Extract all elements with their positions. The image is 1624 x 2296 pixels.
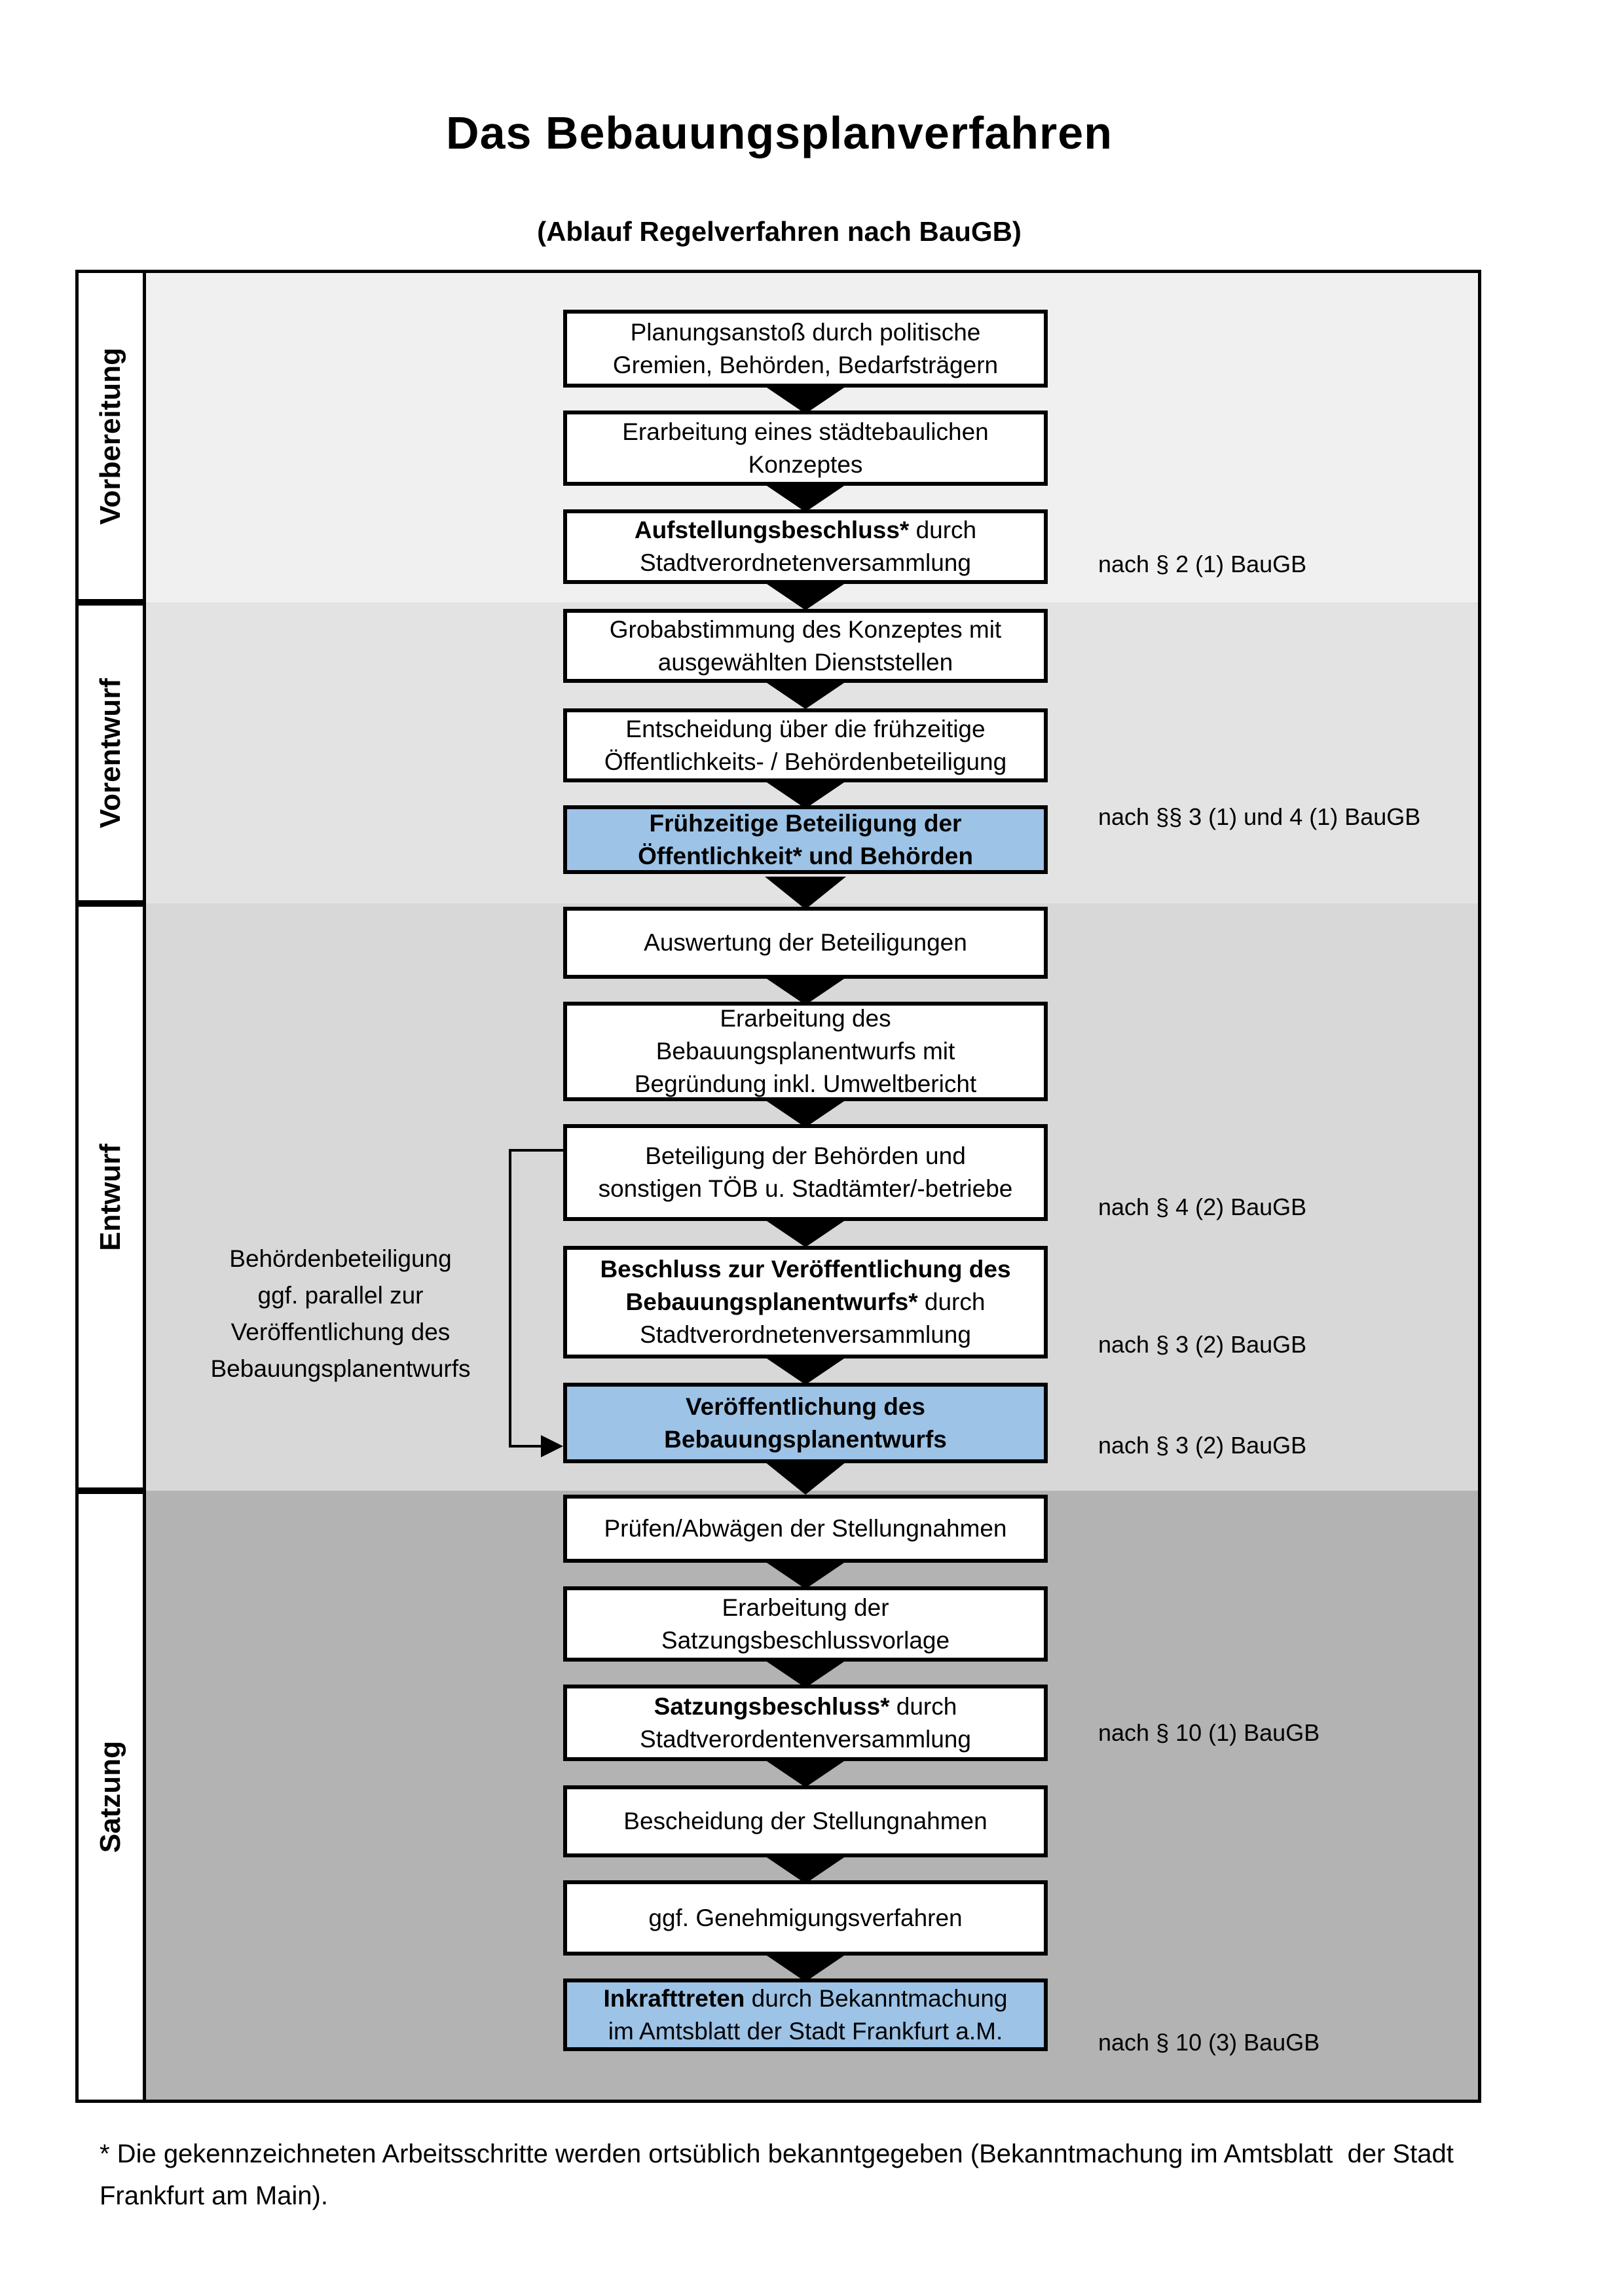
parallel-connector-vertical-segment bbox=[509, 1149, 511, 1448]
legal-ref-fruehzeitige-beteiligung: nach §§ 3 (1) und 4 (1) BauGB bbox=[1098, 803, 1421, 830]
flow-arrow-down-icon bbox=[765, 682, 846, 709]
flow-arrow-down-icon bbox=[765, 977, 846, 1005]
step-erarbeitung-bebauungsplanentwurf: Erarbeitung des Bebauungsplanentwurfs mi… bbox=[563, 1002, 1048, 1101]
step-veroeffentlichung-entwurf: Veröffentlichung des Bebauungsplanentwur… bbox=[563, 1383, 1048, 1463]
phase-label-satzung: Satzung bbox=[75, 1491, 146, 2103]
flow-arrow-down-icon bbox=[765, 1856, 846, 1884]
legal-ref-inkrafttreten: nach § 10 (3) BauGB bbox=[1098, 2029, 1320, 2056]
step-erarbeitung-satzungsbeschlussvorlage: Erarbeitung der Satzungsbeschlussvorlage bbox=[563, 1586, 1048, 1662]
step-staedtebauliches-konzept: Erarbeitung eines städtebaulichen Konzep… bbox=[563, 410, 1048, 486]
flow-arrow-down-icon bbox=[765, 1954, 846, 1982]
legal-ref-beschluss-veroeffentlichung: nach § 3 (2) BauGB bbox=[1098, 1331, 1307, 1358]
step-fruehzeitige-beteiligung: Frühzeitige Beteiligung der Öffentlichke… bbox=[563, 805, 1048, 874]
step-planungsanstoss: Planungsanstoß durch politische Gremien,… bbox=[563, 310, 1048, 388]
legal-ref-behoerdenbeteiligung: nach § 4 (2) BauGB bbox=[1098, 1194, 1307, 1220]
flow-arrow-down-icon bbox=[765, 386, 846, 414]
step-genehmigungsverfahren: ggf. Genehmigungsverfahren bbox=[563, 1880, 1048, 1956]
parallel-connector-top-segment bbox=[509, 1149, 563, 1152]
step-auswertung-beteiligungen: Auswertung der Beteiligungen bbox=[563, 907, 1048, 979]
step-bescheidung-stellungnahmen: Bescheidung der Stellungnahmen bbox=[563, 1785, 1048, 1857]
flow-arrow-down-icon bbox=[765, 1561, 846, 1589]
step-beschluss-veroeffentlichung: Beschluss zur Veröffentlichung des Bebau… bbox=[563, 1246, 1048, 1358]
flow-arrow-down-icon bbox=[765, 1462, 846, 1495]
flow-arrow-down-icon bbox=[765, 1100, 846, 1127]
parallel-connector-arrowhead-icon bbox=[541, 1435, 563, 1457]
page-title: Das Bebauungsplanverfahren bbox=[446, 107, 1113, 158]
flow-arrow-down-icon bbox=[765, 1660, 846, 1688]
flow-arrow-down-icon bbox=[765, 484, 846, 512]
flow-arrow-down-icon bbox=[765, 1760, 846, 1787]
step-inkrafttreten: Inkrafttreten durch Bekanntmachung im Am… bbox=[563, 1978, 1048, 2051]
phase-label-entwurf: Entwurf bbox=[75, 903, 146, 1491]
parallel-processing-note: Behördenbeteiligung ggf. parallel zur Ve… bbox=[210, 1245, 471, 1382]
flow-arrow-down-icon bbox=[765, 1220, 846, 1247]
legal-ref-aufstellungsbeschluss: nach § 2 (1) BauGB bbox=[1098, 551, 1307, 577]
flow-arrow-down-icon bbox=[765, 877, 846, 909]
legal-ref-veroeffentlichung: nach § 3 (2) BauGB bbox=[1098, 1432, 1307, 1459]
step-satzungsbeschluss: Satzungsbeschluss* durch Stadtverordente… bbox=[563, 1685, 1048, 1761]
phase-label-vorbereitung: Vorbereitung bbox=[75, 270, 146, 602]
flow-arrow-down-icon bbox=[765, 1357, 846, 1385]
flow-arrow-down-icon bbox=[765, 583, 846, 610]
phase-label-vorentwurf: Vorentwurf bbox=[75, 602, 146, 903]
page-subtitle: (Ablauf Regelverfahren nach BauGB) bbox=[537, 216, 1022, 247]
step-beteiligung-behoerden-toeb: Beteiligung der Behörden und sonstigen T… bbox=[563, 1124, 1048, 1221]
step-aufstellungsbeschluss: Aufstellungsbeschluss* durch Stadtverord… bbox=[563, 509, 1048, 584]
parallel-connector-bottom-segment bbox=[509, 1445, 544, 1448]
footnote: * Die gekennzeichneten Arbeitsschritte w… bbox=[100, 2140, 1454, 2210]
step-grobabstimmung: Grobabstimmung des Konzeptes mit ausgewä… bbox=[563, 609, 1048, 683]
step-pruefen-abwaegen: Prüfen/Abwägen der Stellungnahmen bbox=[563, 1495, 1048, 1563]
legal-ref-satzungsbeschluss: nach § 10 (1) BauGB bbox=[1098, 1719, 1320, 1746]
step-entscheidung-fruehzeitige-beteiligung: Entscheidung über die frühzeitige Öffent… bbox=[563, 708, 1048, 782]
flow-arrow-down-icon bbox=[765, 781, 846, 809]
